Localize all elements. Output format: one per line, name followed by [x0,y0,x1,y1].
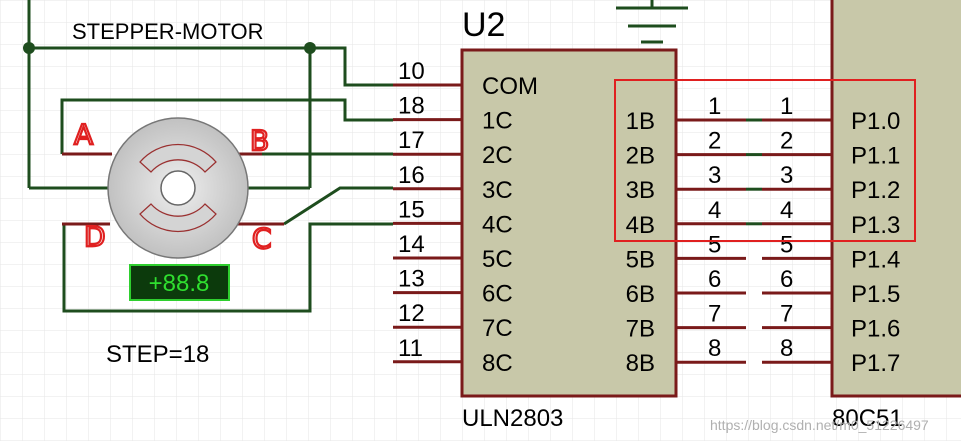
uln-right-pin-label: 6B [626,281,655,308]
motor-title: STEPPER-MOTOR [72,19,264,44]
mcu-pin-number: 2 [780,128,793,155]
mcu-pin-label: P1.0 [851,108,900,135]
uln-right-pin-number: 8 [708,335,721,362]
mcu-pin-label: P1.6 [851,316,900,343]
mcu-pin-number: 5 [780,231,793,258]
mcu-pin-number: 7 [780,301,793,328]
mcu-port-pins: 1P1.0 2P1.1 3P1.2 4P1.3 5P1.4 6P1.5 7P1.6 8P1.7 [762,93,900,377]
uln-right-pin-label: 1B [626,108,655,135]
uln-right-pin-label: 2B [626,143,655,170]
uln-left-pin-number: 16 [398,162,425,189]
rpm-display: +88.8 [129,264,230,301]
mcu-pin-number: 3 [780,162,793,189]
step-label: STEP=18 [106,341,209,368]
mcu-pin-label: P1.1 [851,143,900,170]
uln-left-pin-label: 1C [482,108,513,135]
uln-right-pin-number: 6 [708,266,721,293]
uln-left-pin-number: 15 [398,196,425,223]
uln-left-pin-label: 6C [482,281,513,308]
uln-right-pin-number: 2 [708,128,721,155]
uln-right-pin-label: 5B [626,246,655,273]
uln-left-pin-label: 8C [482,350,513,377]
mcu-part-label: 80C51 [832,405,903,432]
motor-wires [27,0,393,313]
coil-label-a: A [74,118,93,151]
coil-label-b: B [250,124,269,157]
uln-left-pin-number: 13 [398,266,425,293]
uln-right-pin-number: 4 [708,197,721,224]
mcu-pin-number: 4 [780,197,793,224]
watermark: https://blog.csdn.net/m0_51226497 [710,417,929,433]
uln-left-pin-label: 3C [482,177,513,204]
rpm-display-value: +88.8 [149,270,210,297]
uln-left-pin-label: 5C [482,246,513,273]
uln-right-pin-label: 7B [626,316,655,343]
mcu-pin-label: P1.2 [851,177,900,204]
uln-left-pin-label: COM [482,73,538,100]
uln-left-pin-number: 18 [398,93,425,120]
junction-dot [23,42,35,54]
uln-left-pin-number: 17 [398,127,425,154]
mcu-pin-label: P1.4 [851,246,900,273]
uln-left-pin-number: 12 [398,300,425,327]
uln2803-chip [460,48,678,398]
junction-dot [304,42,316,54]
stepper-motor-body [107,117,249,259]
uln-left-pin-label: 4C [482,211,513,238]
uln-left-pin-label: 7C [482,315,513,342]
uln-right-pin-number: 5 [708,231,721,258]
uln-designator: U2 [462,6,505,44]
mcu-pin-number: 1 [780,93,793,120]
mcu-pin-number: 8 [780,335,793,362]
mcu-pin-label: P1.3 [851,212,900,239]
highlight-box [614,79,916,242]
uln-right-pin-label: 4B [626,212,655,239]
uln-left-pin-number: 11 [398,335,423,362]
uln-right-pins: 1 1B 2 2B 3 3B 4 4B 5 5B 6 6B 7 7B 8 8B [626,93,762,377]
coil-label-d: D [84,220,106,253]
uln-part-label: ULN2803 [462,405,563,432]
mcu-pin-label: P1.7 [851,350,900,377]
mcu-pin-label: P1.5 [851,281,900,308]
coil-label-c: C [252,222,272,255]
uln-right-pin-label: 8B [626,350,655,377]
uln-left-pin-number: 10 [398,58,425,85]
uln-right-pin-number: 1 [708,93,721,120]
uln-right-pin-label: 3B [626,177,655,204]
uln-right-pin-number: 3 [708,162,721,189]
uln-right-pin-number: 7 [708,301,721,328]
uln-left-pin-label: 2C [482,142,513,169]
mcu-80c51-chip [830,0,961,398]
ground-symbol [616,0,688,44]
uln-left-pin-number: 14 [398,231,425,258]
mcu-pin-number: 6 [780,266,793,293]
